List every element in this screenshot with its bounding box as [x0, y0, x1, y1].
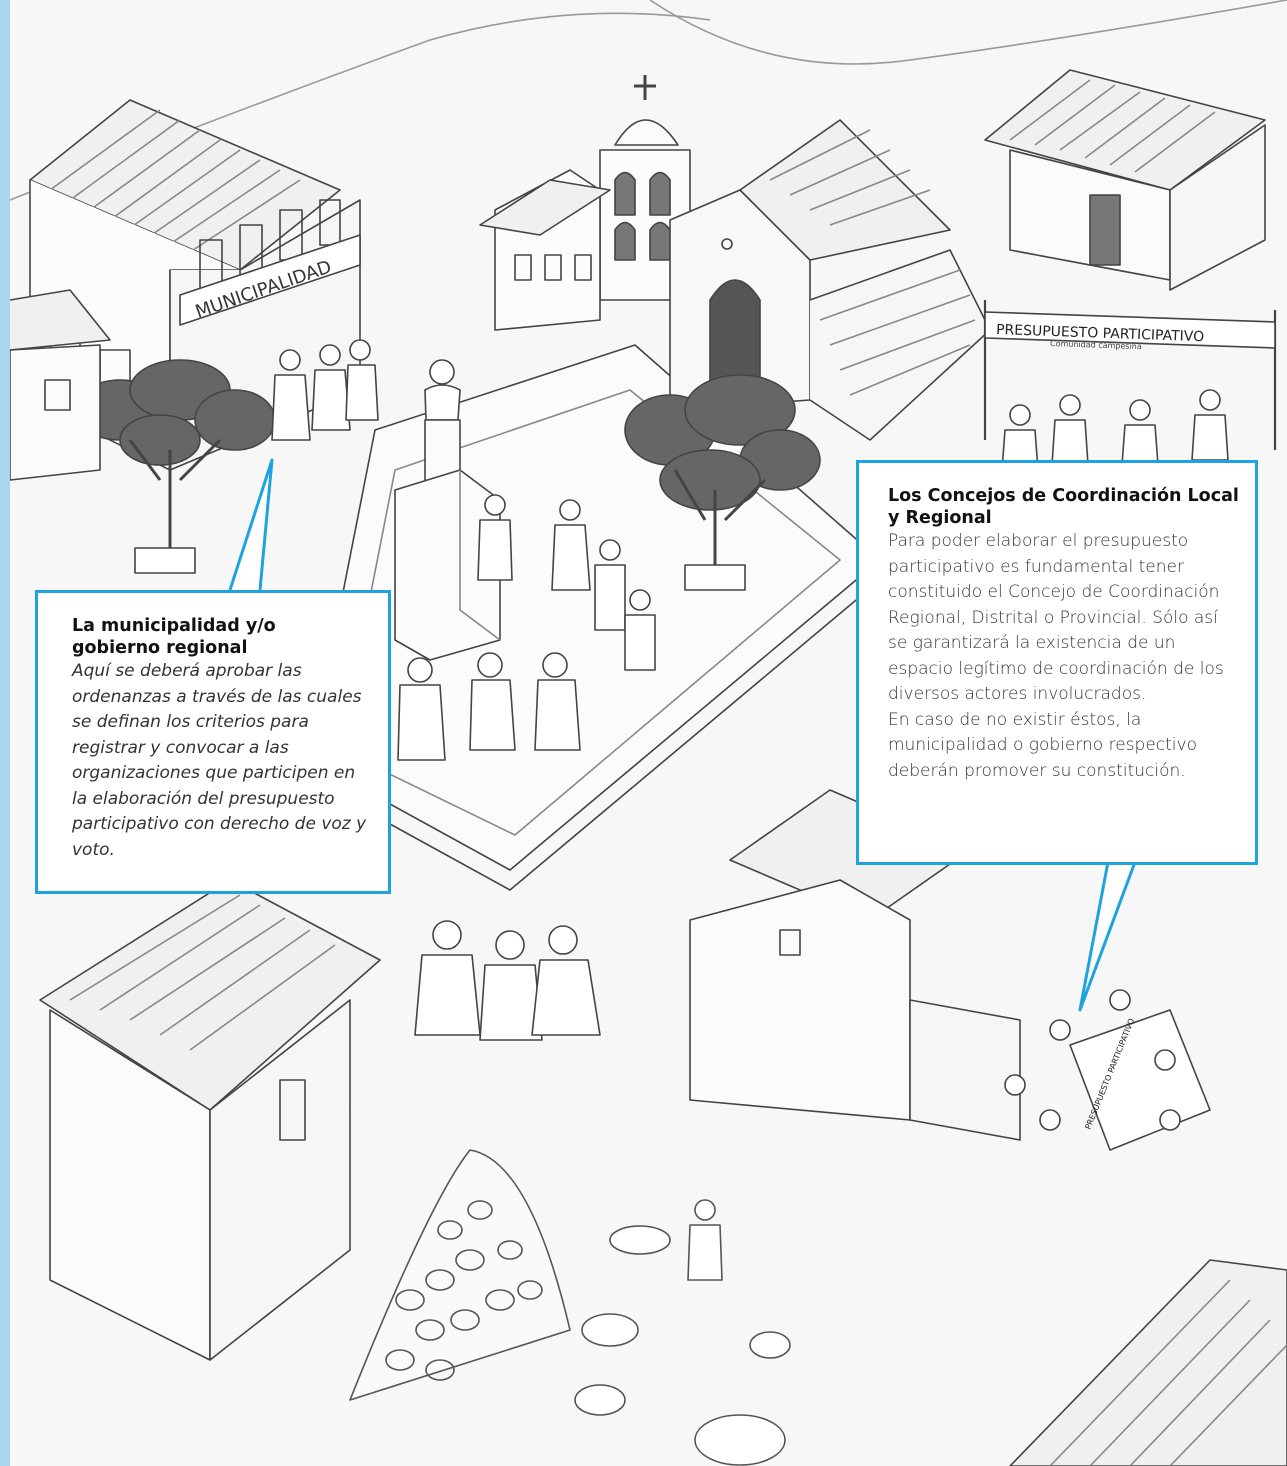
left-color-strip	[0, 0, 10, 1466]
church	[479, 75, 991, 441]
callout-councils-title: Los Concejos de Coordinación Local y Reg…	[888, 486, 1239, 528]
people-municipality	[271, 339, 379, 441]
village-illustration: MUNICIPALIDAD	[10, 0, 1287, 1466]
stone-wall	[349, 1149, 571, 1401]
animals	[574, 1199, 791, 1466]
house-bottom-center	[689, 789, 1021, 1141]
house-bottom-left	[39, 879, 381, 1361]
banner-title: PRESUPUESTO PARTICIPATIVO	[996, 322, 1205, 345]
people-groups	[271, 339, 1229, 1131]
callout-municipality: La municipalidad y/o gobierno regional A…	[35, 590, 391, 894]
callout-left-tail	[228, 458, 274, 591]
callout-councils-body: Para poder elaborar el presupuesto parti…	[888, 531, 1224, 704]
callout-councils: Los Concejos de Coordinación Local y Reg…	[856, 460, 1258, 865]
house-left	[10, 289, 111, 481]
tree-right	[624, 374, 821, 591]
callout-tails	[228, 458, 1137, 1012]
community-house	[984, 69, 1266, 291]
people-banner	[1001, 389, 1229, 471]
plaza-monument	[394, 359, 501, 661]
participatory-budget-banner	[983, 300, 1277, 450]
people-bottom	[414, 920, 601, 1041]
people-plaza	[397, 494, 656, 761]
callout-municipality-body: Aquí se deberá aprobar las ordenanzas a …	[72, 661, 367, 860]
callout-right-tail	[1078, 861, 1137, 1012]
callout-councils-body-2: En caso de no existir éstos, la municipa…	[888, 709, 1197, 781]
callout-municipality-title: La municipalidad y/o gobierno regional	[72, 616, 276, 658]
people-council	[1004, 989, 1181, 1131]
banner-subtitle: Comunidad campesina	[1050, 339, 1142, 351]
roof-bottom-right	[1009, 1259, 1287, 1466]
